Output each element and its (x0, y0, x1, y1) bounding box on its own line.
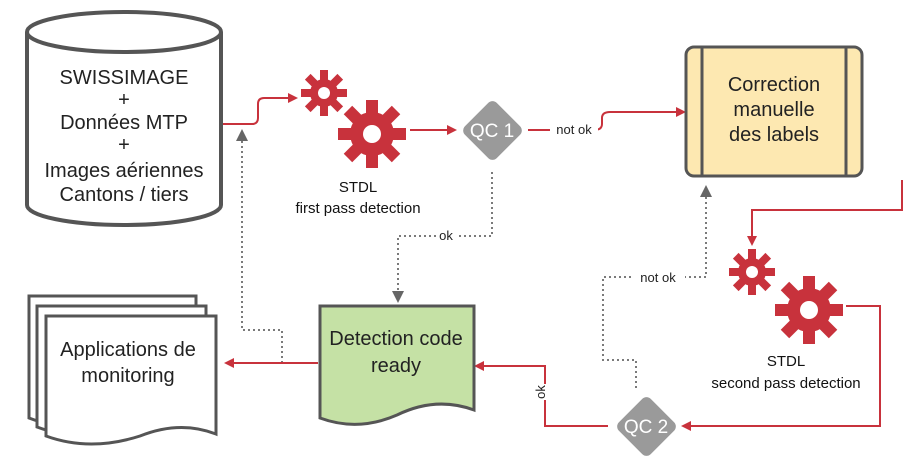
source-database: SWISSIMAGE + Données MTP + Images aérien… (25, 10, 223, 227)
qc2-ok-label: ok (533, 385, 548, 399)
ready-line-1: Detection code (329, 328, 462, 350)
first-pass-label-2: first pass detection (295, 200, 420, 217)
applications-line-2: monitoring (81, 365, 174, 387)
qc1-decision: QC 1 (463, 101, 522, 160)
source-line-4: + (118, 134, 130, 156)
second-pass-to-qc2-connector (681, 305, 881, 431)
applications-line-1: Applications de (60, 339, 196, 361)
qc2-not-ok-label: not ok (640, 270, 676, 285)
source-line-3: Données MTP (60, 112, 188, 134)
correction-line-1: Correction (728, 74, 820, 96)
qc2-not-ok-connector (602, 185, 712, 388)
detection-ready-document: Detection code ready (318, 304, 476, 426)
correction-line-2: manuelle (733, 99, 814, 121)
qc1-ok-label: ok (439, 228, 453, 243)
qc1-not-ok-label: not ok (556, 122, 592, 137)
source-line-1: SWISSIMAGE (60, 67, 189, 89)
first-pass-gears-icon (301, 70, 406, 168)
correction-box: Correction manuelle des labels (684, 45, 864, 178)
ready-line-2: ready (371, 355, 421, 377)
second-pass-gears-icon (729, 249, 843, 344)
source-line-6: Cantons / tiers (60, 184, 189, 206)
second-pass-label-2: second pass detection (711, 375, 860, 392)
second-pass-label-1: STDL (767, 353, 805, 370)
applications-documents: Applications de monitoring (27, 294, 218, 446)
correction-line-3: des labels (729, 124, 819, 146)
source-to-first-pass-connector (222, 93, 298, 125)
qc2-label: QC 2 (624, 417, 668, 438)
qc1-label: QC 1 (470, 121, 514, 142)
source-line-2: + (118, 89, 130, 111)
feedback-to-source-connector (236, 129, 283, 363)
correction-to-second-pass-connector (747, 180, 903, 246)
first-pass-label-1: STDL (339, 179, 377, 196)
qc2-decision: QC 2 (617, 397, 676, 456)
source-line-5: Images aériennes (45, 160, 204, 182)
